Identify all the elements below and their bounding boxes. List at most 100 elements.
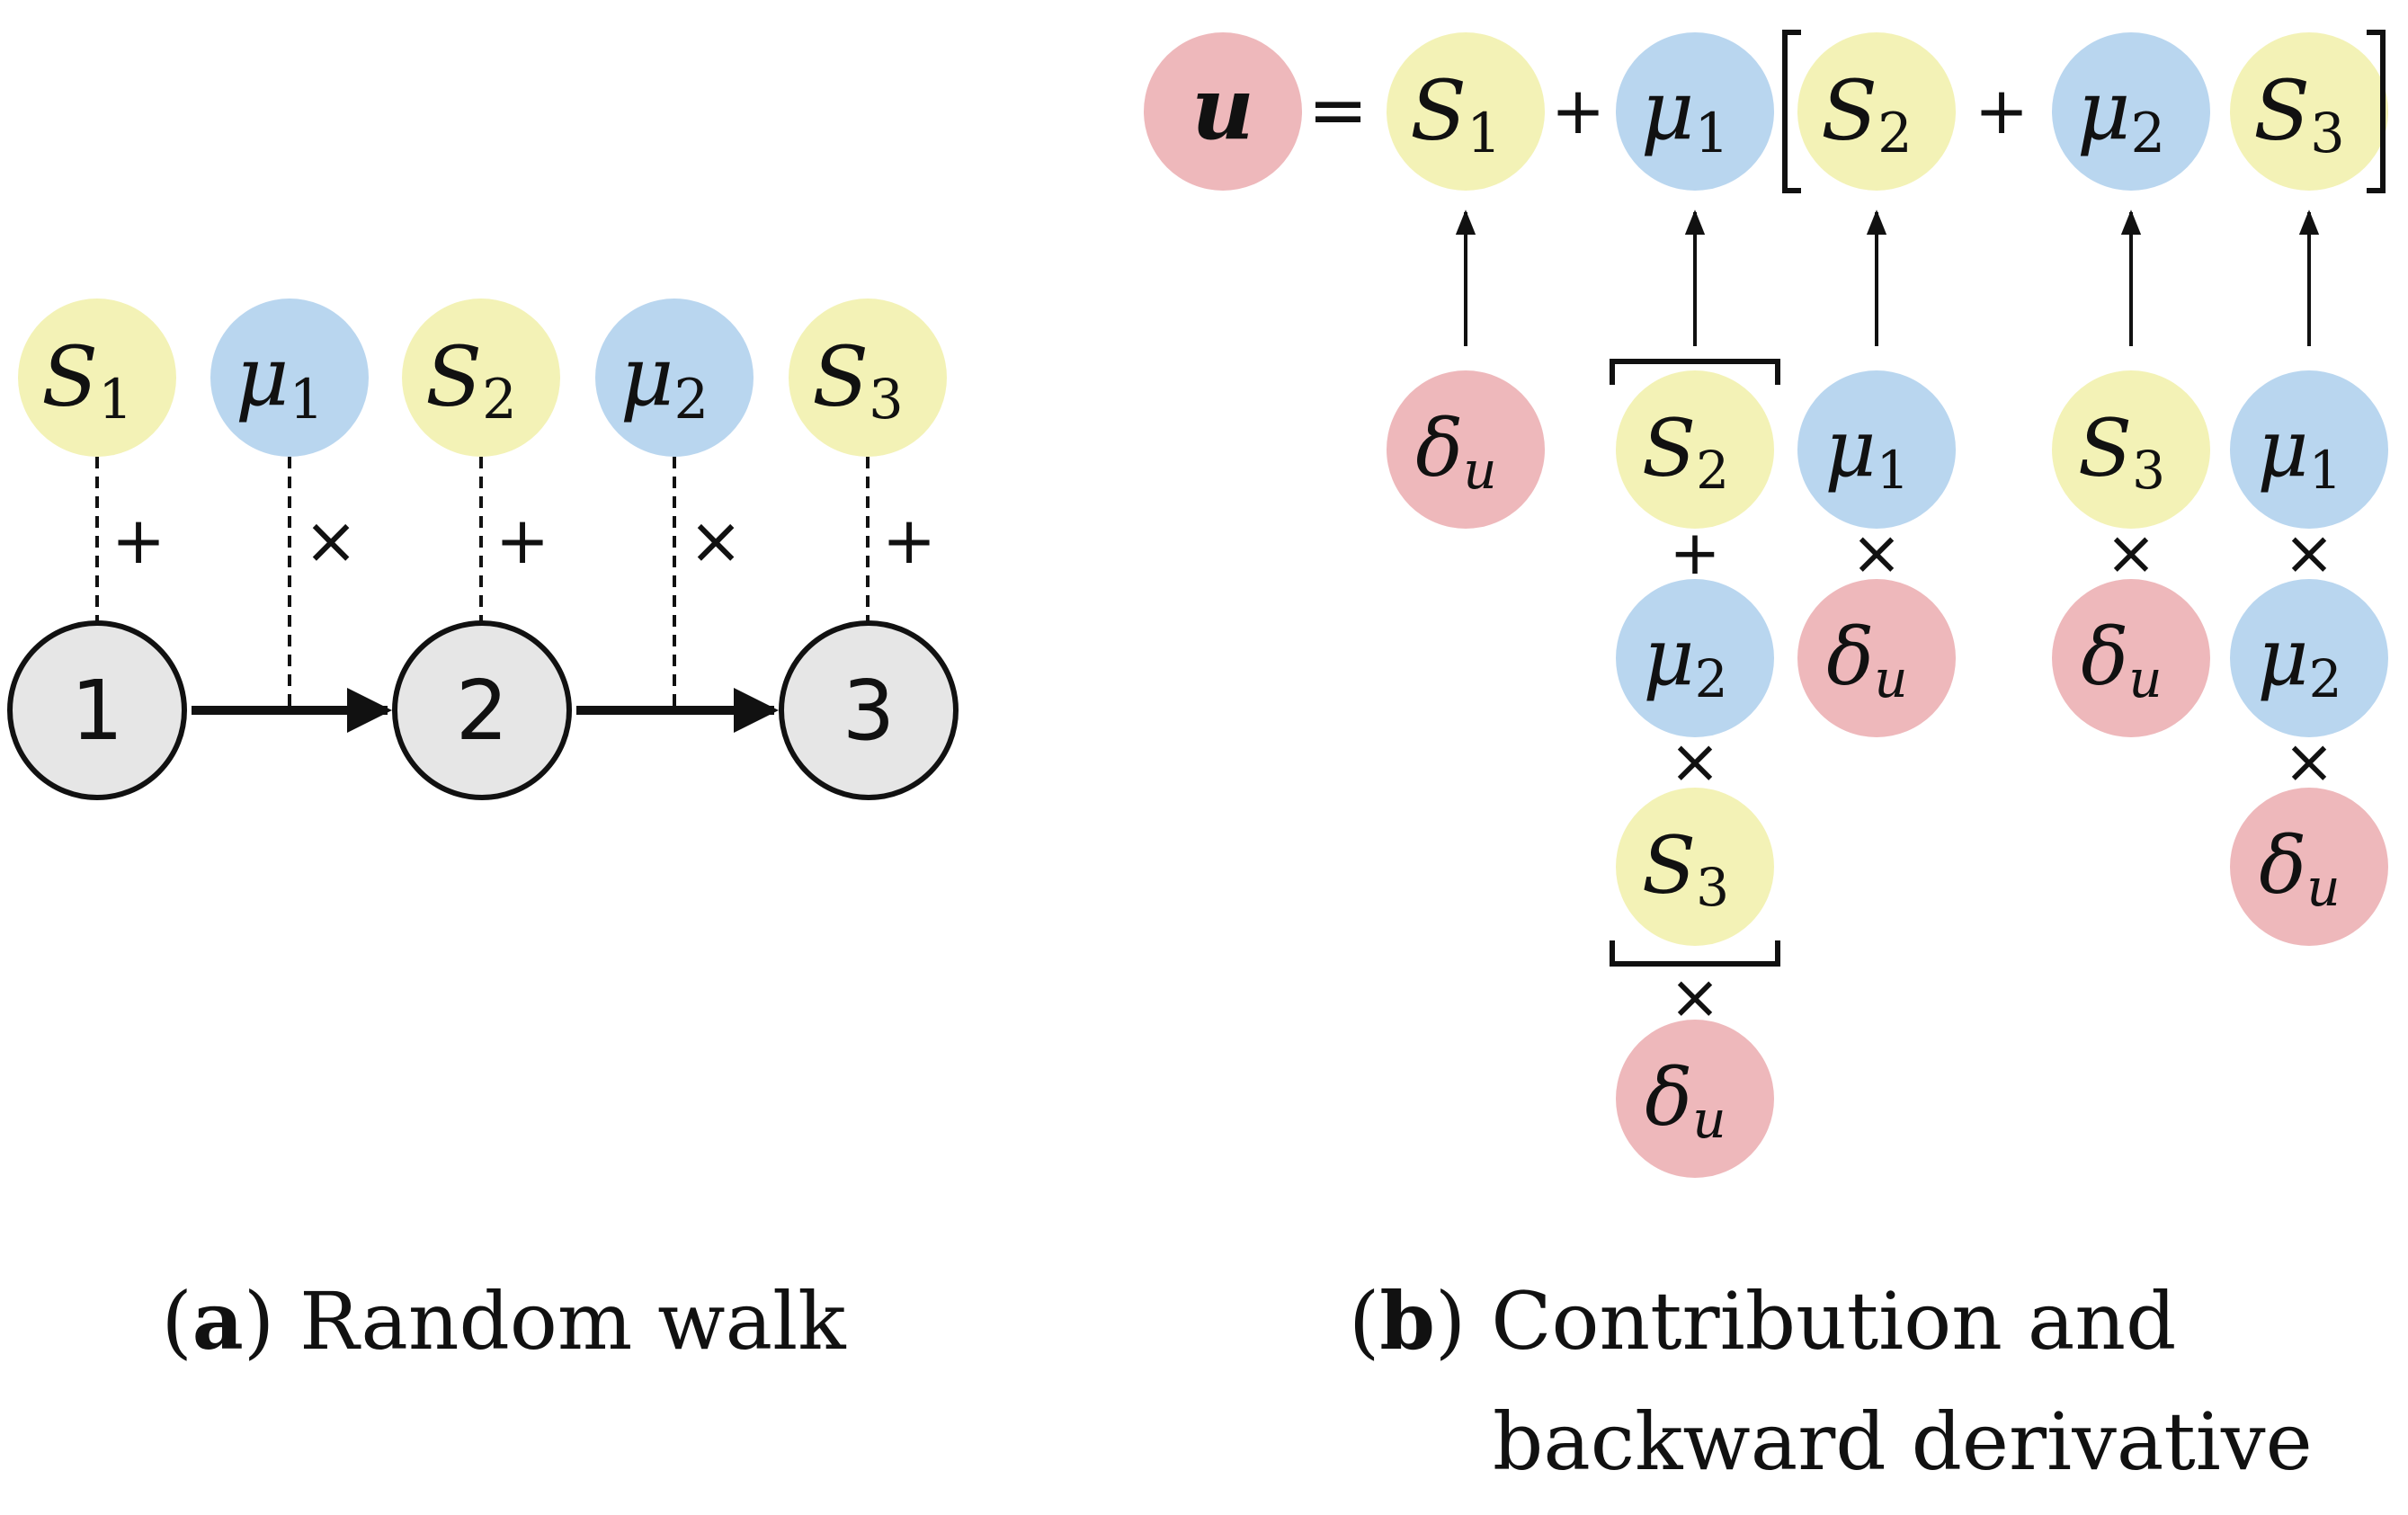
node-label: μ2 xyxy=(1643,610,1727,709)
times-operator: × xyxy=(304,503,358,578)
state-circle xyxy=(7,620,187,800)
node-label: μ2 xyxy=(2077,62,2165,165)
panel-a-state-chain: 1 2 3 xyxy=(7,620,959,800)
mu-1-node: μ1 xyxy=(210,299,369,457)
state-label: 3 xyxy=(843,663,896,759)
node-label: u xyxy=(1191,58,1254,159)
s-3-node: S3 xyxy=(2052,370,2210,529)
node-circle xyxy=(2230,370,2388,529)
state-2-node: 2 xyxy=(392,620,572,800)
node-circle xyxy=(210,299,369,457)
caption-b-line1: (b) Contribution and xyxy=(1349,1274,2176,1368)
node-circle xyxy=(2230,788,2388,946)
node-label: S1 xyxy=(1410,62,1502,165)
node-label: δu xyxy=(1415,402,1496,501)
s-3-node: S3 xyxy=(1616,788,1774,946)
node-circle xyxy=(2052,370,2210,529)
node-label: μ2 xyxy=(620,328,709,432)
node-circle xyxy=(1797,579,1956,737)
node-circle xyxy=(1616,1020,1774,1178)
times-operator: × xyxy=(2106,518,2157,589)
s-1-node: S1 xyxy=(1387,32,1545,191)
delta-u-node: δu xyxy=(2052,579,2210,737)
node-label: S3 xyxy=(2078,402,2165,501)
node-label: S3 xyxy=(812,328,904,432)
plus-operator: + xyxy=(1975,73,2029,148)
mu-2-node: μ2 xyxy=(1616,579,1774,737)
node-label: S2 xyxy=(1642,402,1729,501)
plus-operator: + xyxy=(495,503,549,578)
close-bracket xyxy=(2367,30,2386,193)
node-circle xyxy=(1797,370,1956,529)
times-operator: × xyxy=(2284,726,2335,798)
node-circle xyxy=(2052,32,2210,191)
derivative-column-3: S3 × δu xyxy=(2052,209,2210,737)
times-operator: × xyxy=(1670,726,1721,798)
node-label: S1 xyxy=(41,328,133,432)
mu-2-node: μ2 xyxy=(2052,32,2210,191)
state-1-node: 1 xyxy=(7,620,187,800)
group-bracket-top xyxy=(1610,359,1780,385)
open-bracket xyxy=(1782,30,1801,193)
s-2-node: S2 xyxy=(402,299,560,457)
derivative-column-2: μ1×δu xyxy=(1797,209,1956,737)
state-3-node: 3 xyxy=(779,620,959,800)
s-2-node: S2 xyxy=(1616,370,1774,529)
state-circle xyxy=(392,620,572,800)
s-2-node: S2 xyxy=(1797,32,1956,191)
node-circle xyxy=(1616,32,1774,191)
times-operator: × xyxy=(689,503,743,578)
plus-operator: + xyxy=(111,503,165,578)
node-circle xyxy=(1616,579,1774,737)
delta-u-node: δu xyxy=(1797,579,1956,737)
mu-1-node: μ1 xyxy=(1616,32,1774,191)
node-label: μ1 xyxy=(2257,402,2341,501)
s-3-node: S3 xyxy=(2230,32,2388,191)
node-label: μ1 xyxy=(1824,402,1909,501)
mu-2-node: μ2 xyxy=(2230,579,2388,737)
derivative-column-0: δu xyxy=(1387,209,1545,529)
panel-a-top-nodes: S1 μ1 S2 μ2 S3 xyxy=(18,299,947,457)
delta-u-node: δu xyxy=(2230,788,2388,946)
panel-b-equation: u = S1 + μ1 S2 + μ2 S3 xyxy=(1144,30,2388,193)
node-label: δu xyxy=(2259,819,2340,918)
node-circle xyxy=(595,299,754,457)
delta-u-node: δu xyxy=(1387,370,1545,529)
node-label: μ1 xyxy=(1641,62,1729,165)
node-label: S3 xyxy=(2253,62,2345,165)
node-label: δu xyxy=(1826,610,1907,709)
plus-operator: + xyxy=(1551,73,1605,148)
node-circle xyxy=(2230,32,2388,191)
state-label: 2 xyxy=(456,663,509,759)
node-label: δu xyxy=(1645,1051,1726,1150)
node-circle xyxy=(1797,32,1956,191)
node-circle xyxy=(1616,370,1774,529)
node-label: S2 xyxy=(1821,62,1913,165)
node-label: S3 xyxy=(1642,819,1729,918)
node-circle xyxy=(1387,32,1545,191)
node-circle xyxy=(18,299,176,457)
node-label: δu xyxy=(2081,610,2162,709)
derivative-column-4: μ1 ×μ2× δu xyxy=(2230,209,2388,946)
node-label: S2 xyxy=(425,328,517,432)
node-circle xyxy=(789,299,947,457)
equals-sign: = xyxy=(1307,68,1368,152)
times-operator: × xyxy=(2284,518,2335,589)
s-3-node: S3 xyxy=(789,299,947,457)
state-label: 1 xyxy=(71,663,124,759)
s-1-node: S1 xyxy=(18,299,176,457)
delta-u-node: δu xyxy=(1616,1020,1774,1178)
node-circle xyxy=(402,299,560,457)
mu-1-node: μ1 xyxy=(1797,370,1956,529)
u-node: u xyxy=(1144,32,1302,191)
group-bracket-bottom xyxy=(1610,940,1780,967)
node-label: μ1 xyxy=(236,328,324,432)
panel-a-dashed-links: + × + × + xyxy=(95,457,936,710)
caption-b-line2: backward derivative xyxy=(1493,1395,2313,1488)
node-circle xyxy=(1616,788,1774,946)
node-circle xyxy=(2052,579,2210,737)
plus-operator: + xyxy=(882,503,936,578)
